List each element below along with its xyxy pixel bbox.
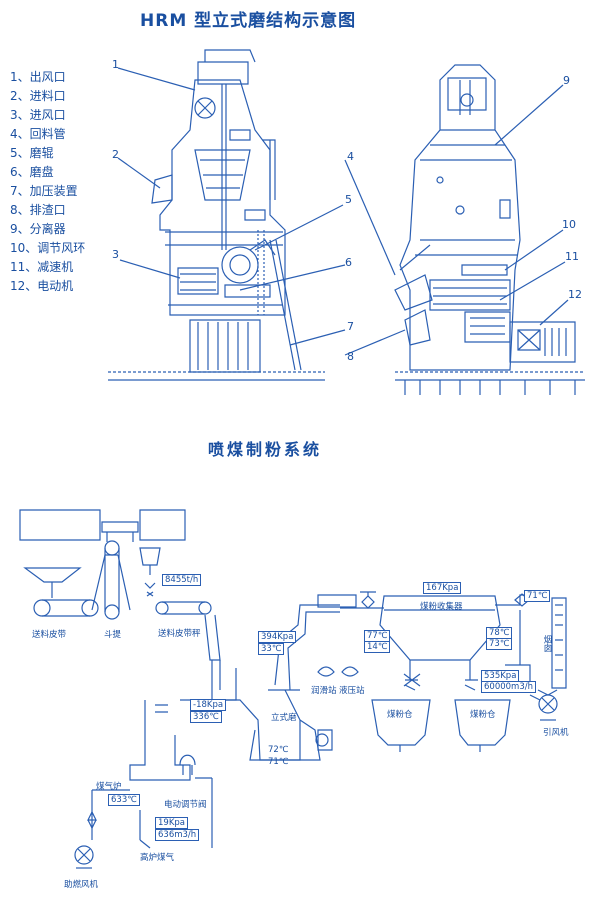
control-valve-label: 电动调节阀 bbox=[164, 800, 207, 810]
chimney-label: 烟囱 bbox=[542, 635, 552, 652]
inlet-temp-box: 336℃ bbox=[190, 711, 222, 723]
gas-furnace-label: 煤气炉 bbox=[96, 782, 122, 792]
bottom-title: 喷煤制粉系统 bbox=[208, 440, 323, 459]
legend-item: 3、进风口 bbox=[10, 108, 66, 122]
gas-pressure-box: 19Kpa bbox=[155, 817, 188, 829]
collector-pressure-box: 167Kpa bbox=[423, 582, 462, 594]
induced-fan-label: 引风机 bbox=[543, 728, 569, 738]
legend-item: 5、磨辊 bbox=[10, 146, 54, 160]
bucket-elevator-label: 斗提 bbox=[104, 630, 122, 640]
legend-item: 6、磨盘 bbox=[10, 165, 54, 179]
lube-station-label: 润滑站 bbox=[311, 686, 337, 696]
blast-furnace-gas-label: 高炉煤气 bbox=[140, 853, 175, 863]
legend-item: 11、减速机 bbox=[10, 260, 74, 274]
callout-7: 7 bbox=[347, 320, 354, 333]
right-leaders bbox=[345, 85, 568, 355]
callout-5: 5 bbox=[345, 193, 352, 206]
callout-6: 6 bbox=[345, 256, 352, 269]
callout-8: 8 bbox=[347, 350, 354, 363]
legend-item: 7、加压装置 bbox=[10, 184, 78, 198]
mill-temp2a: 72℃ bbox=[268, 745, 289, 755]
legend-item: 9、分离器 bbox=[10, 222, 66, 236]
left-leaders bbox=[118, 68, 345, 345]
legend-item: 10、调节风环 bbox=[10, 241, 86, 255]
legend-item: 2、进料口 bbox=[10, 89, 66, 103]
mill-temp2b: 71℃ bbox=[268, 757, 289, 767]
coal-bin-1-label: 煤粉仓 bbox=[387, 710, 413, 720]
gas-flow-box: 636m3/h bbox=[155, 829, 200, 841]
right-mill-drawing bbox=[395, 65, 585, 395]
flow-rate-box: 8455t/h bbox=[162, 574, 202, 586]
hydraulic-station-label: 液压站 bbox=[339, 686, 365, 696]
callout-9: 9 bbox=[563, 74, 570, 87]
callout-10: 10 bbox=[562, 218, 576, 231]
combustion-fan-label: 助燃风机 bbox=[64, 880, 99, 890]
mill-pressure-box: 394Kpa bbox=[258, 631, 297, 643]
callout-2: 2 bbox=[112, 148, 119, 161]
collector-temp-left-b: 14℃ bbox=[364, 641, 391, 653]
legend-item: 1、出风口 bbox=[10, 70, 66, 84]
left-mill-drawing bbox=[108, 50, 325, 380]
fan-flow-box: 60000m3/h bbox=[481, 681, 536, 693]
collector-label: 煤粉收集器 bbox=[420, 602, 463, 612]
coal-bin-2-label: 煤粉仓 bbox=[470, 710, 496, 720]
collector-temp-right-b: 73℃ bbox=[486, 638, 513, 650]
callout-3: 3 bbox=[112, 248, 119, 261]
legend-item: 12、电动机 bbox=[10, 279, 74, 293]
stack-temp-box: 71℃ bbox=[524, 590, 551, 602]
vertical-mill-label: 立式磨 bbox=[271, 713, 297, 723]
feed-belt-scale-label: 送料皮带秤 bbox=[158, 629, 201, 639]
callout-11: 11 bbox=[565, 250, 579, 263]
callout-1: 1 bbox=[112, 58, 119, 71]
feed-belt-label: 送料皮带 bbox=[32, 630, 67, 640]
legend-item: 4、回料管 bbox=[10, 127, 66, 141]
top-title: HRM 型立式磨结构示意图 bbox=[140, 11, 357, 31]
furnace-temp-box: 633℃ bbox=[108, 794, 140, 806]
legend-item: 8、排渣口 bbox=[10, 203, 66, 217]
callout-4: 4 bbox=[347, 150, 354, 163]
mill-temp-box: 33℃ bbox=[258, 643, 285, 655]
inlet-pressure-box: -18Kpa bbox=[190, 699, 227, 711]
callout-12: 12 bbox=[568, 288, 582, 301]
